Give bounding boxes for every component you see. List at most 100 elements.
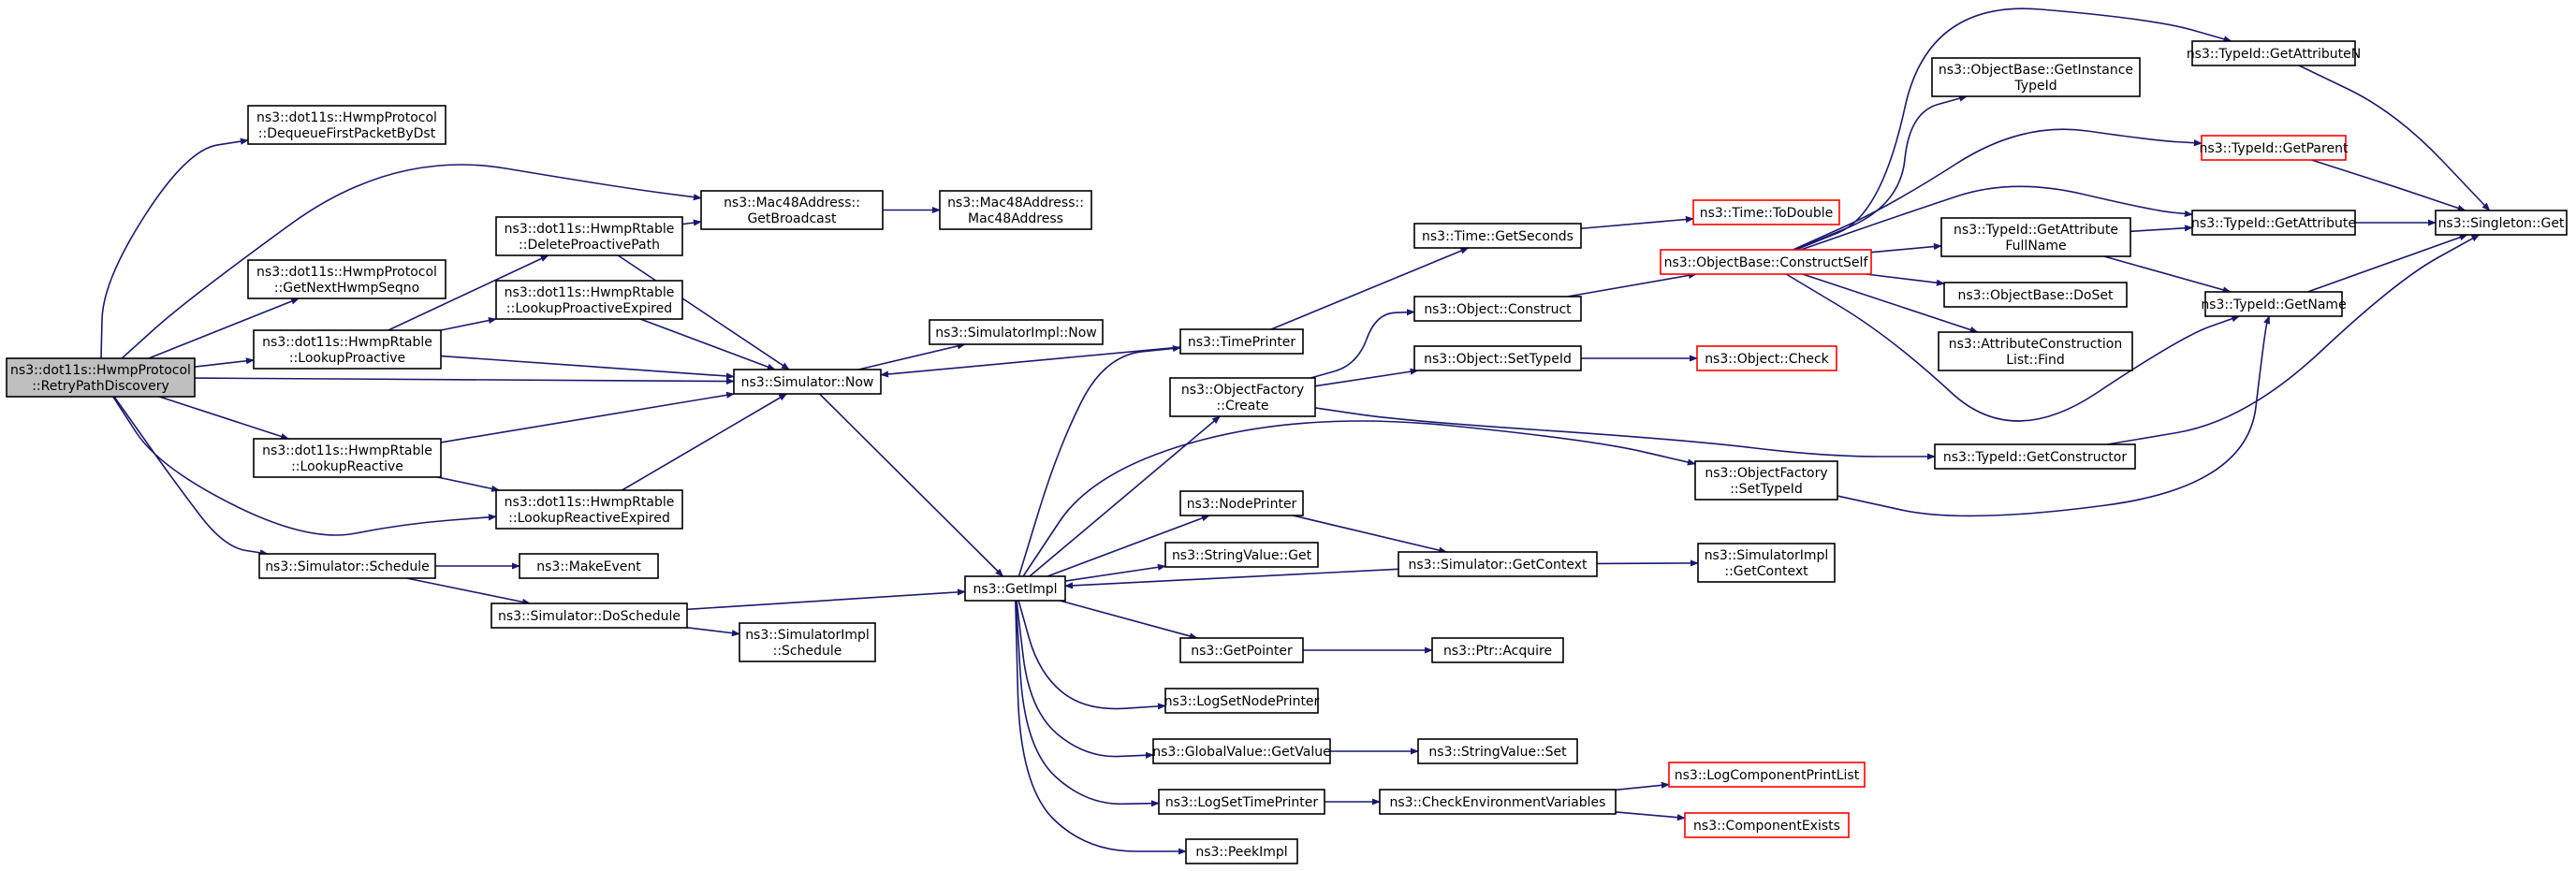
node-label: ns3::TypeId::GetAttribute — [1954, 223, 2118, 238]
node-tga[interactable]: ns3::TypeId::GetAttribute — [2191, 210, 2356, 236]
node-box — [964, 575, 1066, 602]
node-box — [939, 190, 1092, 230]
node-tgn[interactable]: ns3::TypeId::GetName — [2201, 291, 2347, 317]
node-label: ns3::ObjectFactory — [1181, 383, 1304, 398]
node-ttd[interactable]: ns3::Time::ToDouble — [1692, 199, 1840, 225]
node-label: ns3::ObjectBase::ConstructSelf — [1664, 255, 1869, 270]
node-box — [1934, 443, 2136, 470]
node-label: ns3::StringValue::Get — [1172, 548, 1312, 563]
node-lrea[interactable]: ns3::dot11s::HwmpRtable::LookupReactive — [253, 438, 442, 478]
node-cex[interactable]: ns3::ComponentExists — [1684, 812, 1850, 838]
node-dpp[interactable]: ns3::dot11s::HwmpRtable::DeleteProactive… — [495, 216, 683, 256]
node-gptr[interactable]: ns3::GetPointer — [1179, 637, 1304, 663]
edge-gimpl-to-gptr — [1059, 600, 1198, 640]
node-tgp[interactable]: ns3::TypeId::GetParent — [2200, 135, 2349, 161]
node-sget[interactable]: ns3::Singleton::Get — [2435, 210, 2568, 236]
node-label: GetBroadcast — [747, 211, 837, 226]
node-lre[interactable]: ns3::dot11s::HwmpRtable::LookupReactiveE… — [495, 489, 683, 530]
node-m48[interactable]: ns3::Mac48Address::Mac48Address — [939, 190, 1092, 230]
node-box — [1164, 688, 1319, 714]
node-gbc[interactable]: ns3::Mac48Address::GetBroadcast — [700, 190, 884, 230]
node-box — [700, 190, 884, 230]
node-label: ns3::SimulatorImpl::Now — [935, 326, 1097, 341]
node-tgs[interactable]: ns3::Time::GetSeconds — [1413, 223, 1582, 249]
edge-snow-to-sinow — [858, 342, 966, 370]
node-label: ::GetNextHwmpSeqno — [274, 281, 419, 296]
node-label: ns3::dot11s::HwmpRtable — [505, 222, 675, 237]
node-box — [739, 622, 876, 662]
node-sisch[interactable]: ns3::SimulatorImpl::Schedule — [739, 622, 876, 662]
node-box — [1179, 328, 1304, 355]
node-gvgv[interactable]: ns3::GlobalValue::GetValue — [1152, 738, 1331, 764]
node-gnhs[interactable]: ns3::dot11s::HwmpProtocol::GetNextHwmpSe… — [247, 259, 446, 299]
node-lpe[interactable]: ns3::dot11s::HwmpRtable::LookupProactive… — [495, 280, 683, 320]
edge-tgs-to-ttd — [1580, 215, 1694, 230]
node-box — [1694, 460, 1838, 501]
node-lcpl[interactable]: ns3::LogComponentPrintList — [1668, 762, 1866, 788]
edge-snow-to-gimpl — [818, 393, 1004, 577]
edge-dsch-to-gimpl — [686, 588, 966, 611]
node-label: Mac48Address — [968, 211, 1063, 226]
edge-ofc-to-tgc — [1314, 407, 1936, 460]
node-sinow[interactable]: ns3::SimulatorImpl::Now — [929, 319, 1104, 345]
node-label: ns3::dot11s::HwmpRtable — [262, 443, 432, 458]
edge-ssch-to-dsch — [406, 577, 531, 605]
node-label: ns3::GetPointer — [1191, 644, 1293, 659]
node-lpro[interactable]: ns3::dot11s::HwmpRtable::LookupProactive — [253, 329, 442, 370]
node-label: ns3::AttributeConstruction — [1949, 337, 2122, 352]
node-box — [495, 489, 683, 530]
node-sigc[interactable]: ns3::SimulatorImpl::GetContext — [1697, 543, 1836, 583]
node-cev[interactable]: ns3::CheckEnvironmentVariables — [1379, 789, 1617, 815]
node-label: ns3::ObjectBase::GetInstance — [1939, 63, 2133, 78]
node-box — [1169, 377, 1316, 417]
node-tgan[interactable]: ns3::TypeId::GetAttributeN — [2187, 40, 2361, 66]
edge-obcs-to-tgan — [1795, 7, 2232, 251]
node-ochk[interactable]: ns3::Object::Check — [1696, 345, 1837, 371]
node-snow[interactable]: ns3::Simulator::Now — [733, 369, 882, 395]
node-label: ::DequeueFirstPacketByDst — [258, 126, 436, 141]
node-obcs[interactable]: ns3::ObjectBase::ConstructSelf — [1660, 249, 1872, 275]
edge-root-to-ssch — [113, 396, 269, 557]
node-box — [519, 553, 659, 579]
edge-gimpl-to-lsnp — [1017, 600, 1166, 710]
edge-tgaf-to-tga — [2130, 225, 2193, 233]
node-pacq[interactable]: ns3::Ptr::Acquire — [1431, 637, 1564, 663]
node-svs[interactable]: ns3::StringValue::Set — [1417, 738, 1578, 764]
edge-tpr-to-tgs — [1270, 247, 1470, 330]
node-label: ns3::Mac48Address:: — [724, 196, 860, 210]
node-ofc[interactable]: ns3::ObjectFactory::Create — [1169, 377, 1316, 417]
node-osti[interactable]: ns3::Object::SetTypeId — [1413, 345, 1582, 371]
node-sgc[interactable]: ns3::Simulator::GetContext — [1398, 551, 1598, 577]
node-npr[interactable]: ns3::NodePrinter — [1179, 490, 1304, 516]
node-box — [1413, 223, 1582, 249]
node-label: ns3::StringValue::Set — [1428, 745, 1567, 760]
node-label: ns3::SimulatorImpl — [1705, 548, 1829, 563]
node-root[interactable]: ns3::dot11s::HwmpProtocol::RetryPathDisc… — [6, 357, 196, 398]
node-label: ns3::LogSetNodePrinter — [1164, 694, 1320, 709]
edge-obcs-to-tgn — [1785, 273, 2241, 422]
node-lstp[interactable]: ns3::LogSetTimePrinter — [1158, 789, 1325, 815]
node-obds[interactable]: ns3::ObjectBase::DoSet — [1943, 282, 2128, 308]
node-oc[interactable]: ns3::Object::Construct — [1413, 296, 1582, 322]
node-ofst[interactable]: ns3::ObjectFactory::SetTypeId — [1694, 460, 1838, 501]
node-tgc[interactable]: ns3::TypeId::GetConstructor — [1934, 443, 2136, 470]
node-pimpl[interactable]: ns3::PeekImpl — [1185, 838, 1298, 864]
node-box — [2204, 291, 2343, 317]
node-gimpl[interactable]: ns3::GetImpl — [964, 575, 1066, 602]
edge-tgn-to-sget — [2307, 234, 2468, 293]
node-dqfp[interactable]: ns3::dot11s::HwmpProtocol::DequeueFirstP… — [247, 105, 446, 145]
node-label: ::RetryPathDiscovery — [32, 379, 169, 394]
node-label: TypeId — [2013, 79, 2056, 94]
node-tpr[interactable]: ns3::TimePrinter — [1179, 328, 1304, 355]
node-svg[interactable]: ns3::StringValue::Get — [1164, 542, 1319, 568]
node-dsch[interactable]: ns3::Simulator::DoSchedule — [490, 602, 688, 629]
node-ssch[interactable]: ns3::Simulator::Schedule — [258, 553, 436, 579]
node-lsnp[interactable]: ns3::LogSetNodePrinter — [1164, 688, 1320, 714]
node-box — [1692, 199, 1840, 225]
node-mke[interactable]: ns3::MakeEvent — [519, 553, 659, 579]
node-label: ns3::Singleton::Get — [2438, 216, 2565, 231]
